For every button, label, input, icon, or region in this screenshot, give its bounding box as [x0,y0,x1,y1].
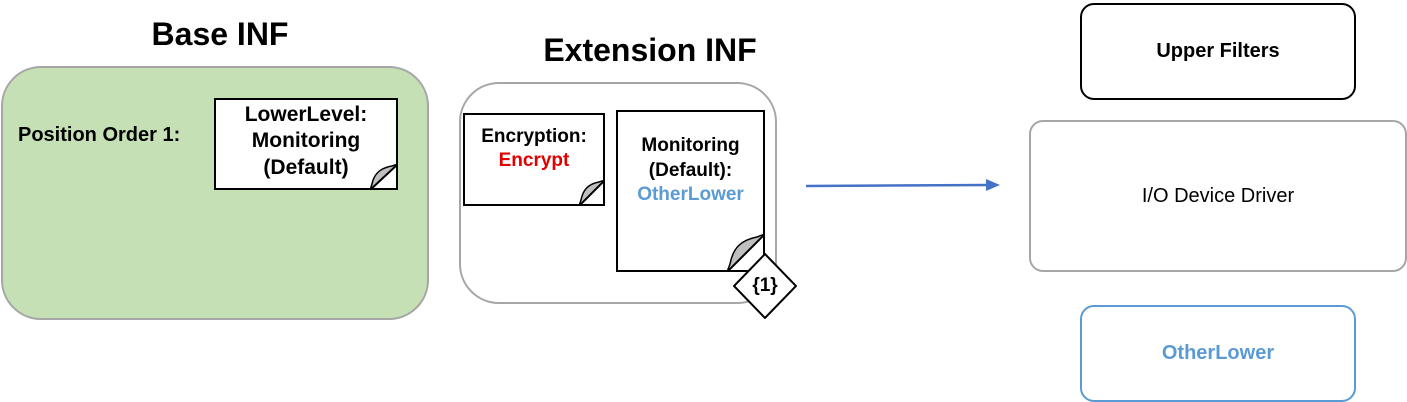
page-curl-icon [579,180,605,206]
priority-marker: {1} [733,253,797,319]
encryption-value: Encrypt [498,149,570,171]
note-line: (Default) [263,155,349,179]
monitoring-line: (Default): [648,159,733,181]
note-line: LowerLevel: [244,103,368,126]
io-device-driver-box: I/O Device Driver [1029,120,1407,272]
flow-arrow [805,179,1000,191]
upper-filters-box: Upper Filters [1080,3,1356,100]
encryption-note: Encryption: Encrypt [463,113,605,206]
page-curl-icon [370,164,398,190]
monitoring-note: Monitoring (Default): OtherLower [616,110,765,272]
extension-inf-title: Extension INF [543,32,757,68]
page-curl-icon [727,234,765,272]
base-inf-title: Base INF [151,16,289,52]
note-line: Monitoring [251,129,361,153]
monitoring-line: Monitoring [641,135,740,156]
monitoring-value: OtherLower [637,184,744,206]
priority-marker-label: {1} [752,275,778,296]
base-lowerlevel-note: LowerLevel: Monitoring (Default) [214,98,398,190]
diamond-shape [733,253,797,319]
position-order-label: Position Order 1: [18,124,181,146]
other-lower-box: OtherLower [1080,305,1356,402]
encryption-label: Encryption: [481,126,587,147]
